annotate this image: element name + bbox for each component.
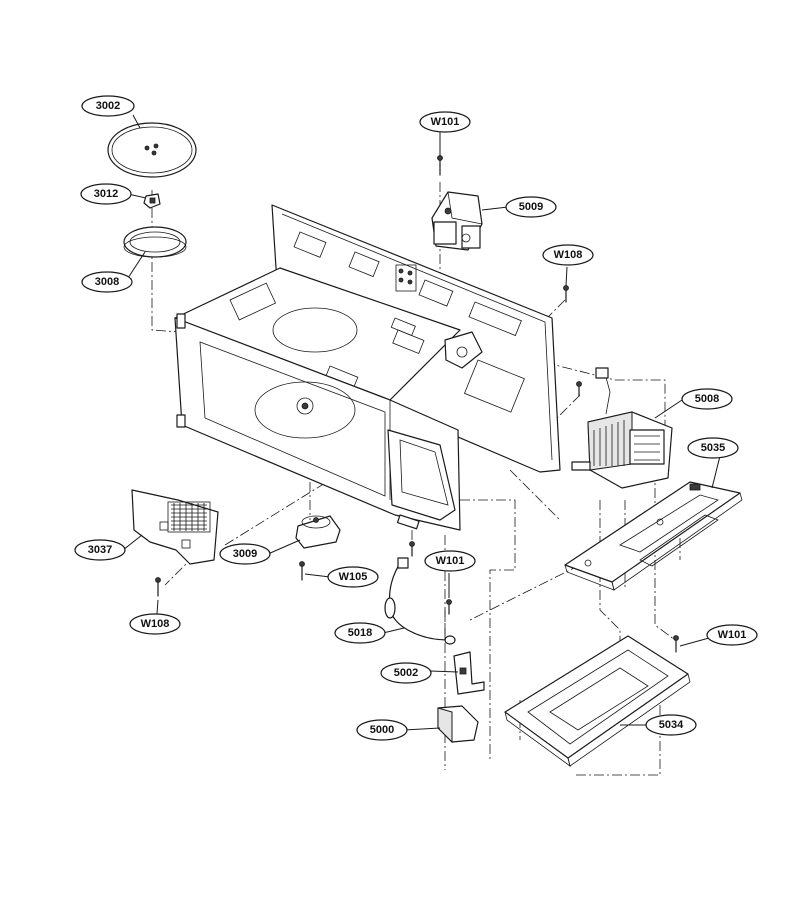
callout-3002: 3002: [81, 95, 135, 117]
base-plate: [564, 481, 743, 591]
wire-harness: [384, 557, 456, 645]
svg-text:3002: 3002: [96, 100, 120, 112]
callout-w108-bottom: W108: [129, 613, 181, 635]
svg-text:5035: 5035: [701, 442, 725, 454]
callout-5034: 5034: [645, 714, 697, 736]
screw-w101-right: [673, 635, 679, 653]
screw-near-transformer: [576, 381, 582, 397]
screw-w101-top: [437, 155, 443, 176]
callout-5008: 5008: [681, 388, 733, 410]
svg-text:5009: 5009: [519, 201, 543, 213]
turntable-glass-tray: [107, 122, 197, 178]
callout-3008: 3008: [81, 271, 133, 293]
oven-cavity-assembly: [174, 204, 561, 531]
callout-5009: 5009: [505, 196, 557, 218]
bottom-filter-plate: [504, 635, 691, 767]
svg-text:W101: W101: [436, 555, 465, 567]
switch-bracket: [453, 651, 485, 695]
callout-w108-top: W108: [542, 244, 594, 266]
screw-w108-top: [563, 285, 569, 303]
svg-text:3012: 3012: [94, 188, 118, 200]
svg-text:5018: 5018: [348, 627, 372, 639]
magnetron: [431, 191, 483, 251]
svg-text:3009: 3009: [233, 548, 257, 560]
screw-w105: [299, 561, 305, 581]
callout-5018: 5018: [334, 622, 386, 644]
control-panel-bracket: [131, 489, 219, 565]
leader-lines: [122, 114, 721, 731]
svg-text:W105: W105: [339, 571, 368, 583]
svg-text:W108: W108: [141, 618, 170, 630]
screw-w101-mid: [446, 599, 452, 615]
svg-text:3008: 3008: [95, 276, 119, 288]
callout-3009: 3009: [219, 543, 271, 565]
interlock-switch: [437, 705, 479, 744]
callout-5035: 5035: [687, 437, 739, 459]
callout-w101-right: W101: [706, 624, 758, 646]
high-voltage-transformer: [571, 367, 673, 489]
svg-text:5008: 5008: [695, 393, 719, 405]
turntable-motor: [295, 515, 341, 549]
callout-w101-mid: W101: [424, 550, 476, 572]
callout-5002: 5002: [380, 662, 432, 684]
svg-text:5002: 5002: [394, 667, 418, 679]
svg-text:W108: W108: [554, 249, 583, 261]
svg-text:5000: 5000: [370, 724, 394, 736]
callout-5000: 5000: [356, 719, 408, 741]
svg-text:W101: W101: [431, 116, 460, 128]
svg-text:W101: W101: [718, 629, 747, 641]
svg-text:5034: 5034: [659, 719, 684, 731]
callout-w101-top: W101: [419, 111, 471, 133]
screw-w108-bottom: [155, 577, 161, 597]
callout-3037: 3037: [74, 539, 126, 561]
screw-cavity-bottom: [409, 541, 415, 557]
turntable-coupler: [143, 193, 161, 209]
callout-w105: W105: [327, 566, 379, 588]
roller-ring: [123, 226, 187, 258]
back-panel-vent-holes: [395, 264, 417, 292]
callout-3012: 3012: [80, 183, 132, 205]
svg-text:3037: 3037: [88, 544, 112, 556]
bracket-mesh: [167, 501, 211, 533]
